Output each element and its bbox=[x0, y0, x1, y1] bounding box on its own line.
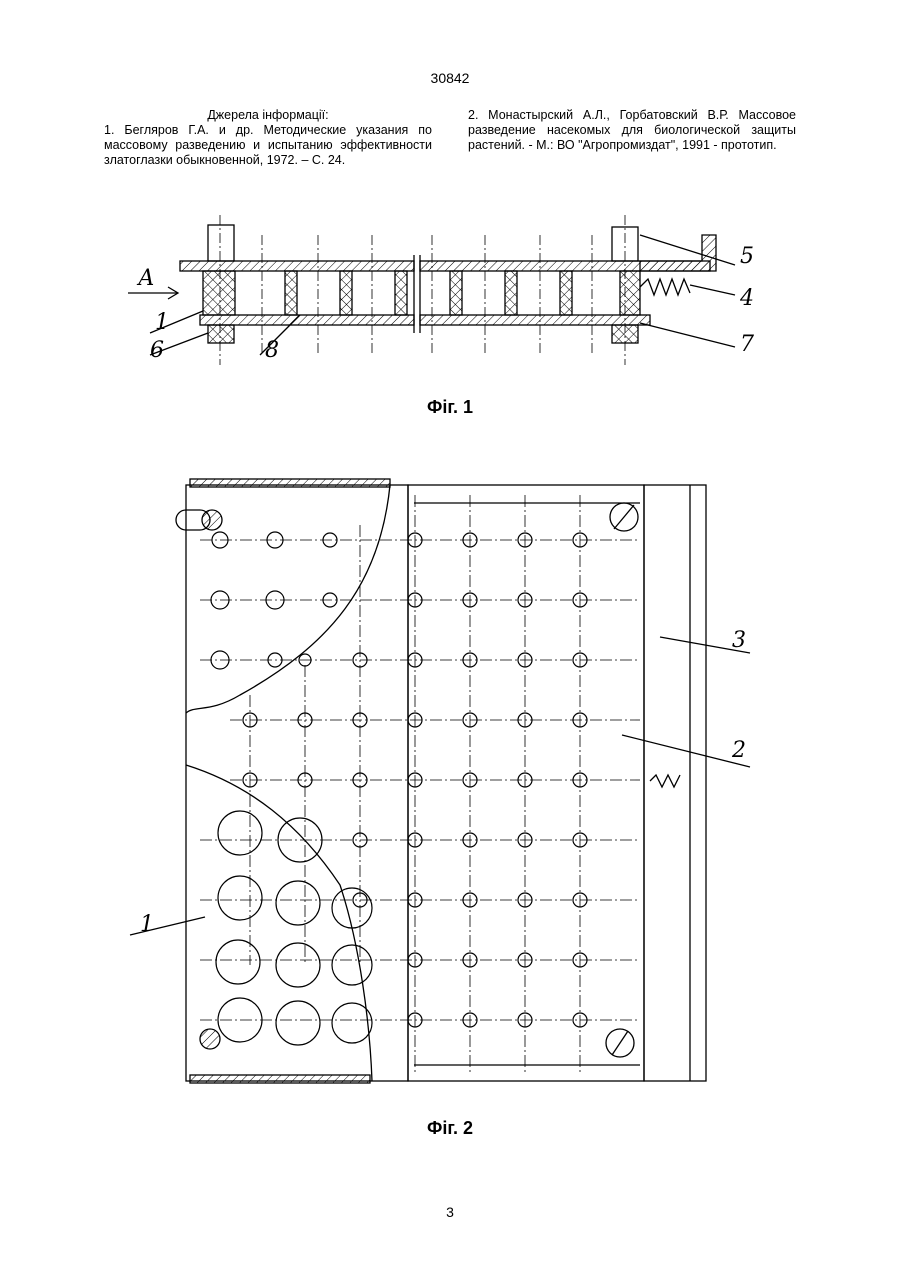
bottom-plate-right bbox=[420, 315, 650, 325]
cell-wall bbox=[450, 271, 462, 315]
right-panel bbox=[408, 485, 644, 1081]
references-right-column: 2. Монастырский А.Л., Горбатовский В.Р. … bbox=[468, 108, 796, 168]
cell-wall bbox=[560, 271, 572, 315]
patent-number: 30842 bbox=[0, 70, 900, 86]
bottom-plate bbox=[200, 315, 414, 325]
references-left-column: Джерела інформації: 1. Бегляров Г.А. и д… bbox=[104, 108, 432, 168]
fig2-label-2: 2 bbox=[731, 738, 746, 763]
cell-wall bbox=[340, 271, 352, 315]
figure-1-drawing: А 1 6 8 5 4 7 bbox=[0, 215, 900, 375]
left-panel bbox=[186, 485, 408, 1081]
cover-3 bbox=[644, 485, 706, 1081]
fig1-label-1: 1 bbox=[155, 310, 169, 335]
fig1-label-8: 8 bbox=[265, 338, 279, 363]
cell-wall bbox=[395, 271, 407, 315]
top-plate bbox=[180, 261, 414, 271]
page-number: 3 bbox=[0, 1204, 900, 1220]
references: Джерела інформації: 1. Бегляров Г.А. и д… bbox=[104, 108, 796, 168]
fig1-label-6: 6 bbox=[150, 338, 164, 363]
fig1-label-4: 4 bbox=[739, 286, 754, 311]
view-label: А bbox=[136, 266, 155, 291]
right-end-block bbox=[620, 271, 640, 315]
left-end-block bbox=[203, 271, 235, 315]
handle bbox=[640, 235, 716, 271]
fig1-label-7: 7 bbox=[740, 332, 754, 357]
spring bbox=[640, 279, 690, 295]
figure-1-caption: Фіг. 1 bbox=[0, 397, 900, 418]
left-top-stud bbox=[208, 225, 234, 261]
reference-2: 2. Монастырский А.Л., Горбатовский В.Р. … bbox=[468, 108, 796, 153]
fig2-label-3: 3 bbox=[732, 628, 746, 653]
cell-wall bbox=[285, 271, 297, 315]
figure-2-caption: Фіг. 2 bbox=[0, 1118, 900, 1139]
references-title: Джерела інформації: bbox=[104, 108, 432, 123]
fig2-label-1: 1 bbox=[140, 912, 154, 937]
cell-wall bbox=[505, 271, 517, 315]
figure-2-drawing: 1 2 3 bbox=[0, 465, 900, 1105]
fig1-label-5: 5 bbox=[740, 244, 754, 269]
reference-1: 1. Бегляров Г.А. и др. Методические указ… bbox=[104, 123, 432, 168]
left-bottom-stud bbox=[208, 325, 234, 343]
